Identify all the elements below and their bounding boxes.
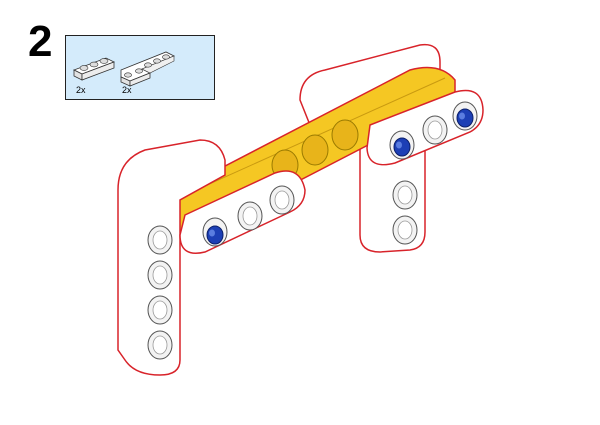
straight-beam-part-icon (73, 57, 115, 81)
blue-pin-icon (206, 225, 224, 245)
right-vertical-beam (359, 139, 426, 253)
part-quantity: 2x (122, 85, 132, 95)
front-right-straight-beam (366, 89, 484, 166)
blue-pin-icon (456, 108, 474, 128)
left-vertical-beam (117, 139, 226, 376)
front-left-straight-beam (179, 170, 306, 254)
blue-pin-icon (393, 137, 411, 157)
parts-callout: 2x 2x (65, 35, 215, 100)
part-quantity: 2x (76, 85, 86, 95)
parts-illustration (73, 51, 175, 87)
step-number: 2 (28, 17, 53, 66)
l-beam-part-icon (120, 51, 175, 87)
